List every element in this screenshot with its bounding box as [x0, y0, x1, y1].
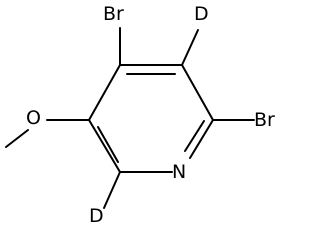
- bond-c2-n: [189, 119, 214, 159]
- bond-c5-c4: [88, 64, 121, 121]
- bond-c3-c2: [181, 64, 214, 121]
- bond-c3-d: [181, 29, 199, 66]
- bond-c2-n-inner: [184, 120, 205, 152]
- bond-c6-c5-inner: [97, 126, 119, 163]
- atom-nitrogen: N: [172, 161, 186, 183]
- atom-bromine-right: Br: [254, 109, 275, 131]
- atom-oxygen: O: [26, 107, 41, 129]
- atom-bromine-top: Br: [103, 3, 124, 25]
- bond-c6-d: [103, 171, 121, 209]
- molecule-structure: Br D O Br N D: [5, 3, 275, 227]
- atom-deuterium-top: D: [194, 3, 209, 25]
- atom-deuterium-bottom: D: [89, 205, 104, 227]
- bond-c6-c5: [88, 119, 121, 173]
- bond-o-methyl: [5, 129, 29, 148]
